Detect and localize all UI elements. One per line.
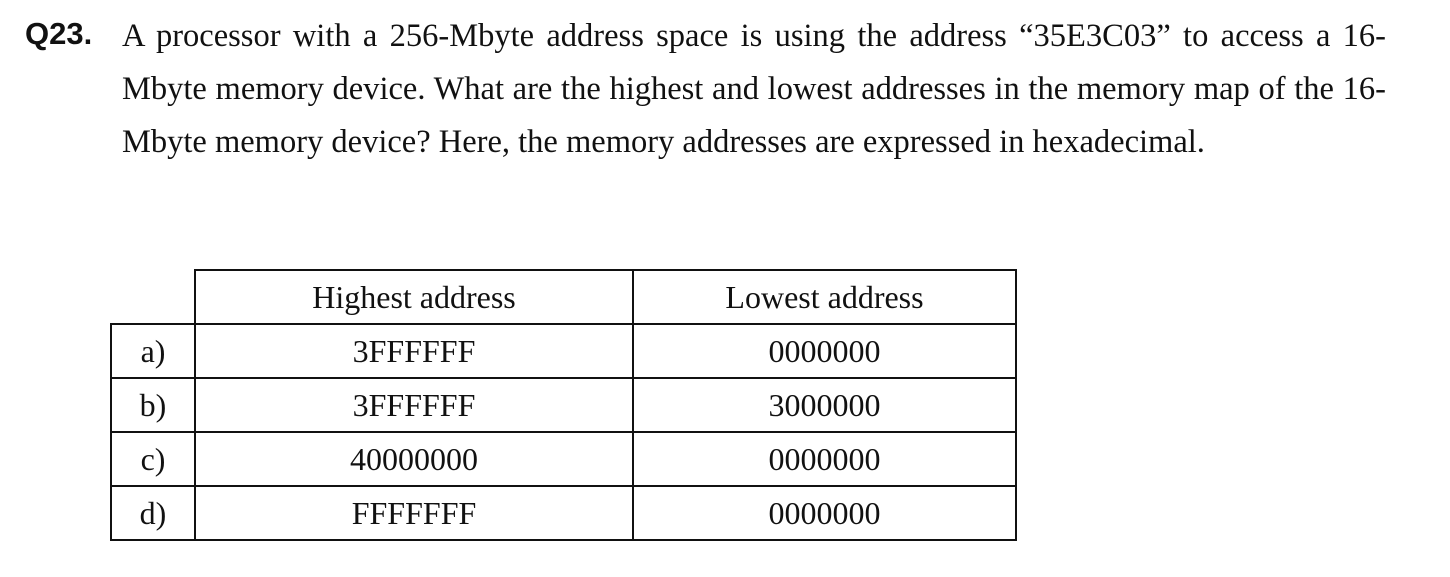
lowest-address-cell: 0000000 bbox=[632, 323, 1017, 379]
highest-address-cell: 40000000 bbox=[194, 431, 634, 487]
option-label: a) bbox=[110, 323, 196, 379]
answer-options-table: Highest address Lowest address a) 3FFFFF… bbox=[110, 269, 1017, 541]
option-row-c: c) 40000000 0000000 bbox=[110, 431, 1017, 487]
highest-address-cell: FFFFFFF bbox=[194, 485, 634, 541]
question-number: Q23. bbox=[25, 16, 93, 51]
table-header-row: Highest address Lowest address bbox=[111, 269, 1017, 325]
empty-corner-cell bbox=[111, 270, 196, 325]
lowest-address-cell: 0000000 bbox=[632, 485, 1017, 541]
option-row-a: a) 3FFFFFF 0000000 bbox=[110, 323, 1017, 379]
highest-address-cell: 3FFFFFF bbox=[194, 323, 634, 379]
header-lowest-address: Lowest address bbox=[632, 269, 1017, 325]
option-row-d: d) FFFFFFF 0000000 bbox=[110, 485, 1017, 541]
option-label: c) bbox=[110, 431, 196, 487]
question-text: A processor with a 256-Mbyte address spa… bbox=[122, 18, 1386, 160]
option-row-b: b) 3FFFFFF 3000000 bbox=[110, 377, 1017, 433]
lowest-address-cell: 3000000 bbox=[632, 377, 1017, 433]
option-label: b) bbox=[110, 377, 196, 433]
highest-address-cell: 3FFFFFF bbox=[194, 377, 634, 433]
lowest-address-cell: 0000000 bbox=[632, 431, 1017, 487]
header-highest-address: Highest address bbox=[194, 269, 634, 325]
option-label: d) bbox=[110, 485, 196, 541]
